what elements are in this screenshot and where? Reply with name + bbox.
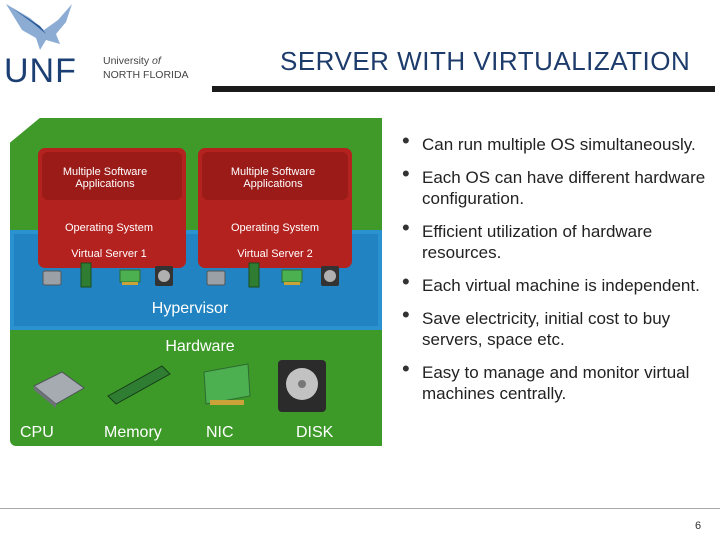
virtual-server-1: [38, 148, 186, 268]
unf-logo-text: UNF: [4, 52, 77, 90]
list-item: •Each virtual machine is independent.: [402, 269, 700, 296]
nic-icon: [203, 363, 251, 405]
hypervisor-label: Hypervisor: [151, 300, 229, 317]
disk-label: DISK: [296, 424, 334, 441]
list-item: •Save electricity, initial cost to buy s…: [402, 302, 671, 350]
osprey-logo-icon: [6, 4, 72, 50]
page-number: 6: [695, 520, 702, 532]
vm2-memory-icon: [248, 262, 260, 288]
vm1-nic-icon: [119, 269, 141, 285]
cpu-icon: [33, 371, 85, 408]
university-name: University of NORTH FLORIDA: [103, 54, 189, 82]
vm2-server-label: Virtual Server 2: [237, 248, 313, 260]
vm2-cpu-icon: [206, 270, 226, 286]
vm2-os-label: Operating System: [230, 222, 320, 234]
vm1-os-label: Operating System: [64, 222, 154, 234]
vm2-nic-icon: [281, 269, 303, 285]
benefits-list: •Can run multiple OS simultaneously. •Ea…: [400, 128, 715, 416]
hardware-label: Hardware: [165, 338, 235, 355]
cpu-label: CPU: [20, 424, 54, 441]
university-of: of: [152, 55, 161, 67]
vm1-memory-icon: [80, 262, 92, 288]
disk-icon: [278, 360, 326, 412]
list-item: •Easy to manage and monitor virtual mach…: [402, 356, 690, 404]
virtual-server-2: [198, 148, 352, 268]
vm1-apps-label: Multiple Software Applications: [62, 166, 148, 190]
university-label: University: [103, 55, 150, 67]
vm1-cpu-icon: [42, 270, 62, 286]
title-rule: [212, 86, 715, 92]
list-item: •Each OS can have different hardware con…: [402, 161, 706, 209]
vm2-disk-icon: [321, 266, 339, 286]
memory-label: Memory: [104, 424, 162, 441]
list-item: •Efficient utilization of hardware resou…: [402, 215, 653, 263]
memory-icon: [107, 365, 171, 405]
vm1-disk-icon: [155, 266, 173, 286]
north-florida-label: NORTH FLORIDA: [103, 69, 189, 81]
vm1-server-label: Virtual Server 1: [71, 248, 147, 260]
slide-title: SERVER WITH VIRTUALIZATION: [280, 46, 691, 76]
list-item: •Can run multiple OS simultaneously.: [402, 128, 696, 155]
vm2-apps-label: Multiple Software Applications: [230, 166, 316, 190]
nic-label: NIC: [206, 424, 234, 441]
footer-rule: [0, 508, 720, 509]
